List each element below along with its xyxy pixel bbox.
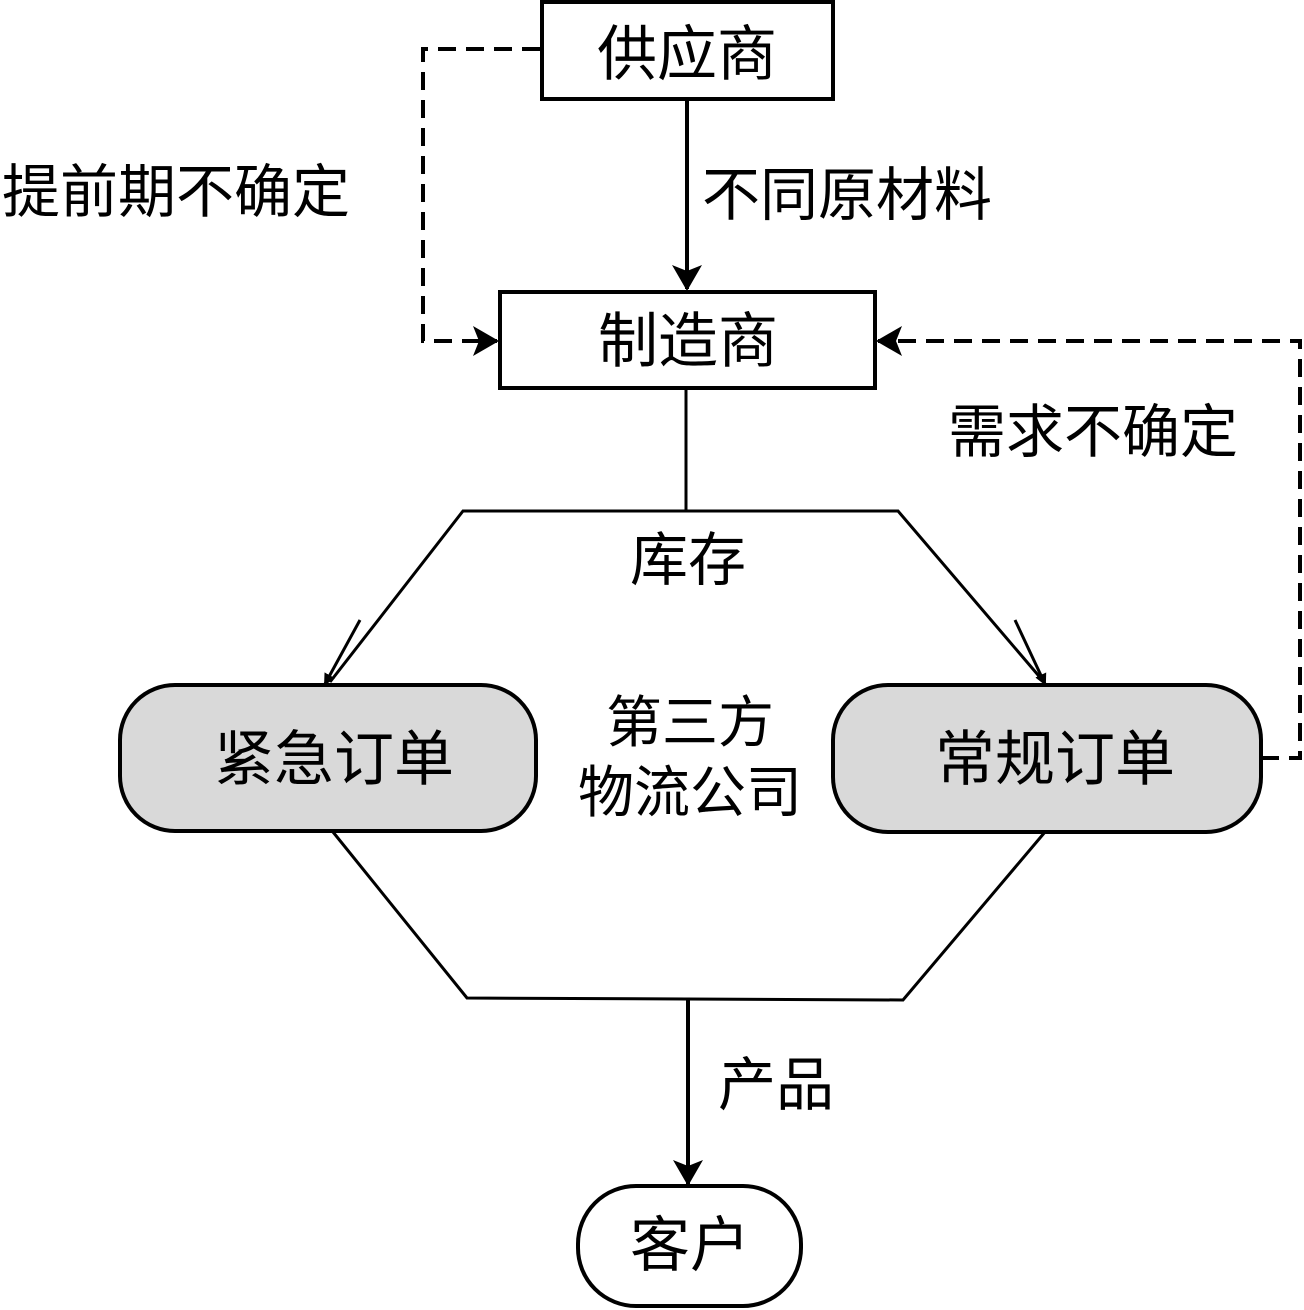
regular-order-label: 常规订单 [935,725,1175,795]
lead-time-dashed-arrow [421,47,540,356]
third-party-octagon-bottom [331,831,1047,1002]
third-party-octagon-top [328,509,1046,683]
supplier-label: 供应商 [597,20,777,90]
demand-uncertain-label: 需求不确定 [948,398,1238,466]
inventory-to-urgent-arrow [323,619,362,686]
inventory-label: 库存 [630,526,746,594]
product-label: 产品 [718,1051,834,1119]
urgent-order-box [118,683,538,833]
customer-box [576,1184,803,1308]
manufacturer-box [498,290,877,390]
inventory-to-regular-arrow [1013,619,1047,686]
customer-label: 客户 [630,1211,750,1281]
supplier-box [540,0,835,101]
urgent-order-label: 紧急订单 [214,725,454,795]
raw-materials-label: 不同原材料 [702,161,992,229]
regular-order-box [831,683,1263,834]
manufacturer-label: 制造商 [598,307,778,377]
third-party-label-line1: 第三方 [606,691,774,756]
lead-time-uncertain-label: 提前期不确定 [2,158,350,226]
third-party-label-line2: 物流公司 [578,761,802,826]
